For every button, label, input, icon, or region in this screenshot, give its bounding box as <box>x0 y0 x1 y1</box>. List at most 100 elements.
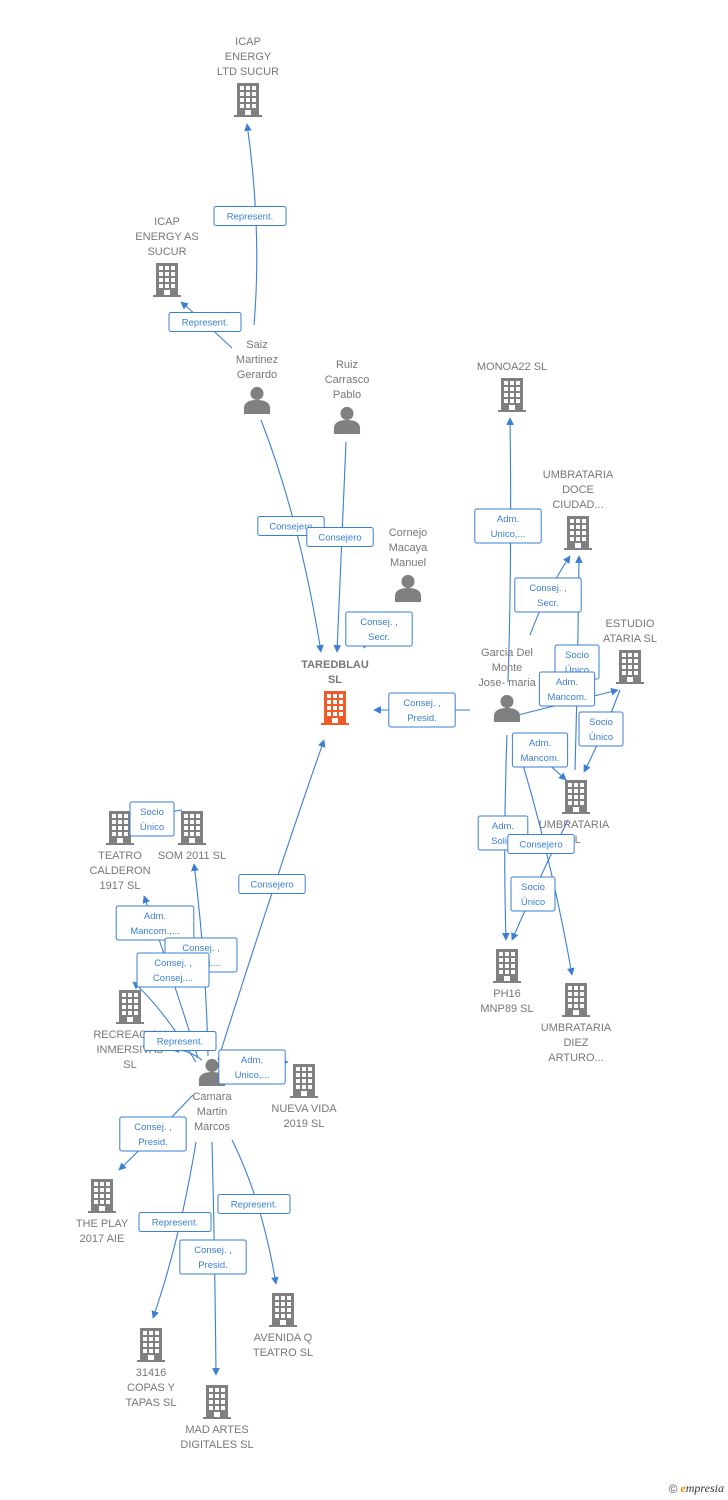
node-label: ARTURO... <box>548 1052 603 1064</box>
edge-label-text: Secr. <box>537 598 559 609</box>
edge-label-garcia-to-umbrataria_sl[interactable]: Adm. Mancom. <box>511 732 569 768</box>
edge-label-text: Solid. <box>491 836 515 847</box>
node-label: Manuel <box>390 557 426 569</box>
edge-label-text: Único <box>565 665 589 676</box>
edge-label-text: Adm. <box>497 514 519 525</box>
edge-label-text: Mancom. <box>520 753 559 764</box>
edge-label-text: Represent. <box>157 1037 203 1048</box>
edge-label-garcia-to-umbrataria_doce[interactable]: Consej. ,Secr. <box>514 577 582 613</box>
edge-label-text: Presid. <box>407 713 437 724</box>
node-label: ATARIA SL <box>603 633 657 645</box>
edge-label-box <box>238 874 306 894</box>
edge-label-text: Unico,... <box>491 529 526 540</box>
edge-label-camara-to-copas[interactable]: Represent. <box>138 1212 212 1232</box>
edge-label-box <box>138 1212 212 1232</box>
node-umbrataria_doce[interactable]: UMBRATARIADOCECIUDAD... <box>543 469 614 550</box>
node-label: Cornejo <box>389 527 428 539</box>
node-label: COPAS Y <box>127 1382 176 1394</box>
node-monoa22[interactable]: MONOA22 SL <box>477 361 547 412</box>
edge-label-garcia-to-monoa22[interactable]: Adm. Unico,... <box>474 508 542 544</box>
edge-label-camara-to-the_play[interactable]: Consej. ,Presid. <box>119 1116 187 1152</box>
edge-label-text: Socio <box>521 882 545 893</box>
edge-label-text: Consejero <box>250 880 293 891</box>
building-icon <box>116 990 144 1024</box>
node-label: Saiz <box>246 339 267 351</box>
node-label: Jose- maria <box>478 677 536 689</box>
node-label: 31416 <box>136 1367 167 1379</box>
edge-label-saiz-to-icap_as[interactable]: Represent. <box>168 312 242 332</box>
edge-label-text: Adm. <box>556 677 578 688</box>
edge-label-text: Adm. <box>144 911 166 922</box>
node-label: Pablo <box>333 389 361 401</box>
node-label: MAD ARTES <box>185 1424 248 1436</box>
edge-label-garcia-to-taredblau[interactable]: Consej. ,Presid. <box>388 692 456 728</box>
node-label: 2019 SL <box>284 1118 325 1130</box>
node-som[interactable]: SOM 2011 SL <box>158 811 226 862</box>
edge-label-box <box>306 527 374 547</box>
node-label: 2017 AIE <box>80 1233 125 1245</box>
edge-label-garcia-to-estudio[interactable]: Adm.Mancom. <box>538 671 596 707</box>
edge-labels-layer: Represent.Represent.ConsejeroConsejeroCo… <box>115 206 624 1275</box>
edge-label-text: Represent. <box>182 318 228 329</box>
brand-logo[interactable]: empresia <box>680 1481 724 1495</box>
node-label: DIGITALES SL <box>180 1439 253 1451</box>
edge-label-camara-to-mad_artes[interactable]: Consej. ,Presid. <box>179 1239 247 1275</box>
edge-label-camara-to-recreacion[interactable]: Consej. ,Consej.... <box>136 952 210 988</box>
node-umbrataria_diez[interactable]: UMBRATARIADIEZARTURO... <box>541 983 612 1064</box>
edge-label-camara-to-recreacion[interactable]: Represent. <box>143 1031 217 1051</box>
node-label: ICAP <box>154 216 180 228</box>
node-label: LTD SUCUR <box>217 66 279 78</box>
edge-label-text: Adm. <box>529 738 551 749</box>
edge-label-text: Adm. <box>241 1055 263 1066</box>
person-icon <box>394 574 422 602</box>
edge-label-ruiz-to-taredblau[interactable]: Consejero <box>306 527 374 547</box>
node-label: TEATRO <box>98 850 142 862</box>
edge-label-camara-to-avenida[interactable]: Represent. <box>217 1194 291 1214</box>
edge-label-cornejo-to-taredblau[interactable]: Consej. ,Secr. <box>345 611 413 647</box>
edge-label-text: Consejero <box>318 533 361 544</box>
person-icon <box>243 386 271 414</box>
edge-label-box <box>143 1031 217 1051</box>
edge-label-box <box>578 711 624 747</box>
node-label: Garcia Del <box>481 647 533 659</box>
node-label: SL <box>328 674 342 686</box>
node-label: Macaya <box>389 542 428 554</box>
footer: © empresia <box>669 1481 724 1496</box>
edge-label-camara-to-taredblau[interactable]: Consejero <box>238 874 306 894</box>
person-icon <box>493 694 521 722</box>
edge-label-saiz-to-icap_ltd[interactable]: Represent. <box>213 206 287 226</box>
edge-label-text: Único <box>140 822 164 833</box>
building-icon <box>562 780 590 814</box>
edge-label-text: Represent. <box>152 1218 198 1229</box>
edge-label-garcia-to-umbrataria_diez[interactable]: Consejero <box>507 834 575 854</box>
node-label: UMBRATARIA <box>539 819 610 831</box>
edge-label-camara-to-teatro[interactable]: Adm.Mancom.,... <box>115 905 195 941</box>
edge-label-camara-to-nueva_vida[interactable]: Adm.Unico,... <box>218 1049 286 1085</box>
building-icon <box>562 983 590 1017</box>
building-icon <box>616 650 644 684</box>
building-icon <box>321 691 349 725</box>
node-label: SUCUR <box>147 246 186 258</box>
node-mad_artes[interactable]: MAD ARTES DIGITALES SL <box>180 1385 254 1451</box>
edge-label-text: Consejero <box>269 522 312 533</box>
